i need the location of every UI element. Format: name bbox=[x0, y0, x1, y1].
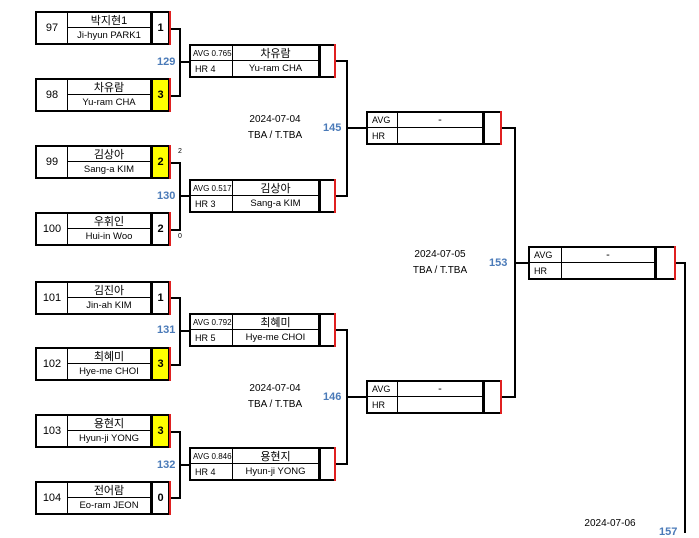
round2-box-2[interactable]: AVG 0.517 HR 3 김상아 Sang-a KIM bbox=[189, 179, 320, 213]
player-name-kr: 우휘인 bbox=[68, 214, 150, 229]
match-venue: TBA / T.TBA bbox=[247, 130, 303, 141]
player-box-102[interactable]: 102 최혜미 Hye-me CHOI bbox=[35, 347, 152, 381]
player-name-kr: 최혜미 bbox=[68, 349, 150, 364]
player-name-en: Hui-in Woo bbox=[85, 231, 133, 242]
avg-label: AVG bbox=[368, 382, 398, 397]
player-box-98[interactable]: 98 차유람 Yu-ram CHA bbox=[35, 78, 152, 112]
seed-number: 101 bbox=[37, 283, 68, 313]
score-cell bbox=[656, 246, 676, 280]
player-name-en bbox=[562, 263, 654, 278]
match-date: 2024-07-05 bbox=[414, 249, 466, 260]
hr-label: HR 5 bbox=[191, 330, 233, 345]
seed-number: 99 bbox=[37, 147, 68, 177]
score-cell: 1 bbox=[152, 11, 170, 45]
player-box-101[interactable]: 101 김진아 Jin-ah KIM bbox=[35, 281, 152, 315]
player-box-104[interactable]: 104 전어람 Eo-ram JEON bbox=[35, 481, 152, 515]
player-name-en: Hyun-ji YONG bbox=[78, 433, 139, 444]
match-number: 130 bbox=[157, 190, 176, 202]
round2-box-4[interactable]: AVG 0.846 HR 4 용현지 Hyun-ji YONG bbox=[189, 447, 320, 481]
match-venue: TBA / T.TBA bbox=[412, 265, 468, 276]
match-number: 131 bbox=[157, 324, 176, 336]
score-cell: 2 bbox=[152, 212, 170, 246]
avg-label: AVG 0.792 bbox=[191, 315, 233, 330]
round4-box[interactable]: AVG HR - bbox=[528, 246, 656, 280]
hr-label: HR 4 bbox=[191, 61, 233, 76]
hr-label: HR bbox=[368, 128, 398, 143]
match-date: 2024-07-04 bbox=[249, 114, 301, 125]
player-name-en: Jin-ah KIM bbox=[86, 300, 132, 311]
player-name: - bbox=[398, 113, 482, 128]
player-box-100[interactable]: 100 우휘인 Hui-in Woo bbox=[35, 212, 152, 246]
match-number: 132 bbox=[157, 459, 176, 471]
player-name-kr: 최혜미 bbox=[233, 315, 318, 330]
hr-label: HR bbox=[530, 263, 562, 278]
match-date: 2024-07-04 bbox=[249, 383, 301, 394]
avg-label: AVG bbox=[530, 248, 562, 263]
score-cell-winner: 2 bbox=[152, 145, 170, 179]
round3-box-1[interactable]: AVG HR - bbox=[366, 111, 484, 145]
match-date: 2024-07-06 bbox=[584, 518, 636, 529]
hr-label: HR 3 bbox=[191, 196, 233, 211]
score-cell: 1 bbox=[152, 281, 170, 315]
shootout-score: 2 bbox=[178, 148, 182, 155]
player-name-kr: 차유람 bbox=[233, 46, 318, 61]
player-name-kr: 차유람 bbox=[68, 80, 150, 95]
avg-label: AVG 0.765 bbox=[191, 46, 233, 61]
player-name-en: Ji-hyun PARK1 bbox=[77, 30, 141, 41]
player-name-en: Hyun-ji YONG bbox=[245, 466, 306, 477]
player-name-en bbox=[398, 397, 482, 412]
player-name-en bbox=[398, 128, 482, 143]
match-number: 129 bbox=[157, 56, 176, 68]
round2-box-1[interactable]: AVG 0.765 HR 4 차유람 Yu-ram CHA bbox=[189, 44, 320, 78]
seed-number: 103 bbox=[37, 416, 68, 446]
seed-number: 97 bbox=[37, 13, 68, 43]
player-name: - bbox=[562, 248, 654, 263]
player-name-en: Hye-me CHOI bbox=[245, 332, 306, 343]
match-venue: TBA / T.TBA bbox=[247, 399, 303, 410]
match-number: 146 bbox=[323, 391, 342, 403]
player-name-en: Eo-ram JEON bbox=[79, 500, 139, 511]
player-box-99[interactable]: 99 김상아 Sang-a KIM bbox=[35, 145, 152, 179]
avg-label: AVG 0.517 bbox=[191, 181, 233, 196]
player-name-kr: 용현지 bbox=[68, 416, 150, 431]
round2-box-3[interactable]: AVG 0.792 HR 5 최혜미 Hye-me CHOI bbox=[189, 313, 320, 347]
player-name-kr: 전어람 bbox=[68, 483, 150, 498]
player-name-kr: 김상아 bbox=[68, 147, 150, 162]
player-name-en: Yu-ram CHA bbox=[248, 63, 303, 74]
player-name-en: Sang-a KIM bbox=[83, 164, 135, 175]
seed-number: 98 bbox=[37, 80, 68, 110]
player-name-en: Sang-a KIM bbox=[250, 198, 301, 209]
player-name-kr: 용현지 bbox=[233, 449, 318, 464]
player-name-kr: 김상아 bbox=[233, 181, 318, 196]
seed-number: 104 bbox=[37, 483, 68, 513]
hr-label: HR 4 bbox=[191, 464, 233, 479]
score-cell-winner: 3 bbox=[152, 347, 170, 381]
shootout-score: 0 bbox=[178, 233, 182, 240]
seed-number: 100 bbox=[37, 214, 68, 244]
player-name: - bbox=[398, 382, 482, 397]
score-cell-winner: 3 bbox=[152, 78, 170, 112]
match-number: 153 bbox=[489, 257, 508, 269]
hr-label: HR bbox=[368, 397, 398, 412]
seed-number: 102 bbox=[37, 349, 68, 379]
match-number: 145 bbox=[323, 122, 342, 134]
player-name-kr: 박지현1 bbox=[68, 13, 150, 28]
player-box-103[interactable]: 103 용현지 Hyun-ji YONG bbox=[35, 414, 152, 448]
round3-box-2[interactable]: AVG HR - bbox=[366, 380, 484, 414]
player-name-en: Yu-ram CHA bbox=[82, 97, 136, 108]
player-name-kr: 김진아 bbox=[68, 283, 150, 298]
score-cell-winner: 3 bbox=[152, 414, 170, 448]
player-name-en: Hye-me CHOI bbox=[79, 366, 139, 377]
avg-label: AVG 0.846 bbox=[191, 449, 233, 464]
avg-label: AVG bbox=[368, 113, 398, 128]
score-cell: 0 bbox=[152, 481, 170, 515]
